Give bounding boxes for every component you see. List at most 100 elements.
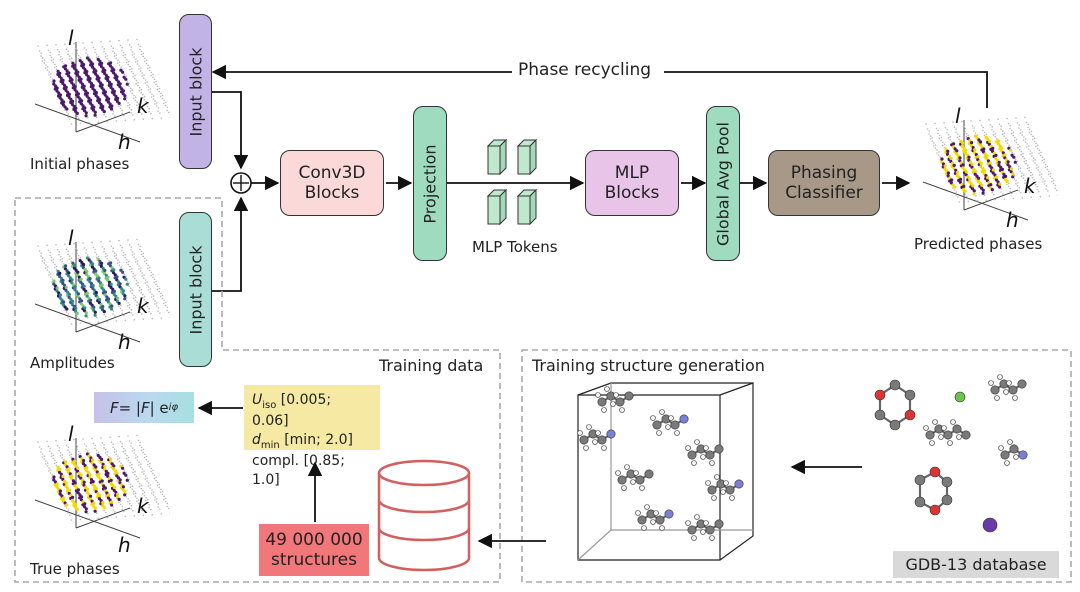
- lattice-point: [926, 128, 929, 130]
- lattice-point: [156, 484, 159, 487]
- gdb-molecules: [874, 374, 1028, 533]
- lattice-point: [127, 60, 130, 63]
- lattice-axis: [75, 507, 131, 529]
- atom: [714, 474, 720, 480]
- atom: [723, 480, 729, 486]
- axis-l-pred: l: [955, 104, 961, 128]
- lattice-point: [147, 286, 150, 288]
- lattice-point: [1000, 125, 1002, 127]
- lattice-point: [140, 291, 142, 294]
- lattice-point: [165, 497, 167, 500]
- lattice-point: [1009, 190, 1011, 193]
- lattice-point: [155, 283, 157, 286]
- lattice-point: [164, 304, 167, 307]
- lattice-point: [128, 481, 130, 483]
- lattice-point: [163, 102, 165, 105]
- lattice-point: [121, 49, 123, 52]
- lattice-point: [1015, 180, 1017, 182]
- lattice-point: [139, 507, 141, 509]
- lattice-point: [103, 313, 105, 316]
- lattice-point: [988, 119, 990, 121]
- lattice-point: [128, 282, 130, 284]
- lattice-point: [135, 82, 138, 85]
- lattice-point: [965, 132, 968, 135]
- lattice-point: [139, 444, 141, 447]
- lattice-point: [46, 462, 49, 464]
- lattice-point: [98, 298, 102, 302]
- lattice-point: [70, 474, 74, 478]
- lattice-point: [958, 156, 962, 160]
- lattice-point: [946, 171, 950, 175]
- lattice-point: [107, 493, 111, 497]
- lattice-point: [97, 255, 100, 258]
- lattice-point: [980, 183, 984, 187]
- lattice-point: [154, 303, 156, 305]
- lattice-point: [84, 314, 88, 318]
- lattice-point: [1025, 159, 1027, 162]
- lattice-point: [112, 110, 115, 112]
- lattice-point: [124, 319, 127, 322]
- lattice-point: [982, 126, 984, 129]
- lattice-point: [119, 440, 122, 443]
- lattice-point: [116, 458, 119, 460]
- lattice-point: [118, 305, 120, 308]
- lattice-point: [130, 312, 132, 314]
- lattice-point: [106, 451, 109, 453]
- atom: [925, 430, 935, 440]
- atom: [700, 529, 706, 535]
- lattice-point: [146, 480, 148, 482]
- lattice-point: [152, 472, 154, 475]
- lattice-point: [1040, 154, 1042, 157]
- lattice-point: [110, 503, 114, 507]
- lattice-point: [101, 46, 104, 48]
- lattice-point: [934, 122, 936, 125]
- lattice-point: [143, 260, 146, 263]
- lattice-point: [134, 96, 137, 98]
- lattice-point: [133, 119, 136, 121]
- lattice-point: [55, 86, 59, 90]
- lattice-point: [1012, 155, 1016, 159]
- lattice-point: [123, 97, 127, 101]
- lattice-point: [1020, 192, 1022, 194]
- lattice-point: [1022, 155, 1024, 158]
- lattice-point: [132, 272, 135, 275]
- atom: [613, 392, 619, 398]
- lattice-point: [1007, 122, 1010, 125]
- lattice-point: [147, 89, 150, 91]
- lattice-point: [40, 52, 42, 54]
- lattice-point: [127, 260, 130, 263]
- lattice-point: [985, 133, 988, 136]
- lattice-point: [114, 315, 116, 317]
- lattice-point: [134, 61, 137, 63]
- lattice-point: [92, 501, 96, 505]
- lattice-point: [151, 293, 153, 295]
- lattice-point: [989, 183, 993, 187]
- lattice-point: [127, 39, 129, 41]
- lattice-point: [115, 320, 118, 322]
- atom: [703, 445, 709, 451]
- lattice-point: [975, 195, 977, 197]
- lattice-point: [129, 483, 132, 485]
- lattice-point: [133, 452, 135, 454]
- lattice-point: [952, 187, 954, 189]
- lattice-point: [141, 471, 143, 473]
- lattice-point: [69, 318, 71, 320]
- lattice-point: [67, 509, 70, 511]
- lattice-point: [929, 138, 932, 140]
- lattice-point: [147, 302, 149, 305]
- lattice-point: [118, 239, 120, 242]
- lattice-point: [140, 288, 143, 291]
- lattice-point: [112, 113, 114, 115]
- lattice-point: [118, 282, 122, 286]
- lattice-point: [103, 51, 105, 53]
- atom: [597, 435, 607, 445]
- lattice-point: [996, 138, 998, 140]
- lattice-point: [55, 44, 57, 46]
- lattice-point: [61, 474, 65, 478]
- lattice-point: [112, 268, 116, 272]
- lattice-point: [79, 56, 82, 59]
- lattice-point: [104, 53, 107, 55]
- lattice-point: [1038, 152, 1040, 155]
